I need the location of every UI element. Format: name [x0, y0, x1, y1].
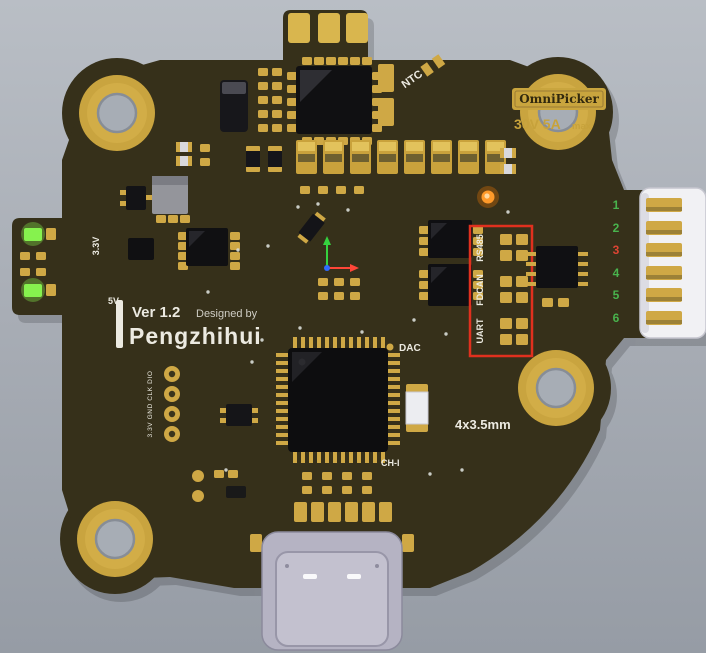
axis-indicator: [323, 236, 359, 272]
dac-pad: [386, 343, 394, 351]
crystal: [405, 384, 429, 432]
usb-c-connector: [250, 531, 414, 651]
pin-number-1: 1: [613, 198, 620, 212]
designer-label: Pengzhihui: [129, 323, 262, 349]
left-tab-pads: [20, 228, 56, 296]
pin-number-4: 4: [613, 266, 620, 280]
pin-number-2: 2: [613, 221, 620, 235]
rating-label: 30V 5A: [514, 116, 561, 132]
mounting-hole-bottom-right: [516, 348, 596, 428]
pin-number-3: 3: [613, 243, 620, 257]
qfn-left: [178, 228, 240, 270]
green-led-2: [21, 278, 45, 302]
rating-max-label: max: [572, 121, 592, 132]
ntc-thermistor: [420, 54, 446, 77]
mounting-hole-top-left: [77, 73, 157, 153]
protocol-label-uart: UART: [475, 318, 485, 343]
inductor: [220, 80, 248, 132]
power-ic: [287, 57, 382, 145]
small-ic-left: [128, 238, 154, 260]
transceiver-ic-1: [419, 220, 483, 258]
pads-right-of-ic: [378, 64, 394, 126]
protocol-label-fdcan: FDCAN: [475, 274, 485, 306]
connector-pin-numbers: 1 2 3 4 5 6: [613, 198, 620, 325]
pin-number-5: 5: [613, 288, 620, 302]
debug-header-label: 3.3V GND CLK DIO: [147, 370, 154, 437]
rail-3v3-label: 3.3V: [91, 237, 101, 256]
designed-by-label: Designed by: [196, 308, 258, 320]
green-led-1: [21, 222, 45, 246]
regulator-ic: [152, 176, 190, 223]
version-label: Ver 1.2: [132, 304, 180, 321]
pin-number-6: 6: [613, 311, 620, 325]
bottom-left-pads: [192, 470, 246, 502]
rail-5v-label: 5V: [108, 296, 119, 306]
red-highlight-box: [468, 224, 534, 358]
mcu: [276, 337, 400, 463]
silk-bar: [116, 300, 123, 348]
jst-connector: [639, 187, 706, 339]
top-edge-pads: [288, 13, 368, 43]
brand-plate: [512, 88, 606, 110]
tilted-chip: [297, 211, 326, 244]
channel-label: CH-I: [381, 458, 400, 468]
via-dots: [206, 202, 510, 476]
pads-above-usb: [294, 472, 392, 522]
mounting-label: 4x3.5mm: [455, 417, 511, 432]
transceiver-ic-2: [419, 264, 483, 306]
orange-led: [477, 186, 499, 208]
brand-label: OmniPicker: [519, 92, 599, 106]
dac-label: DAC: [399, 343, 421, 354]
component-left-of-mcu: [220, 404, 258, 426]
can-ic: [526, 246, 588, 307]
protocol-label-rs485: RS485: [475, 234, 485, 262]
mounting-hole-bottom-left: [75, 499, 155, 579]
mounting-hole-top-right: [518, 72, 598, 152]
transistor: [120, 186, 152, 210]
